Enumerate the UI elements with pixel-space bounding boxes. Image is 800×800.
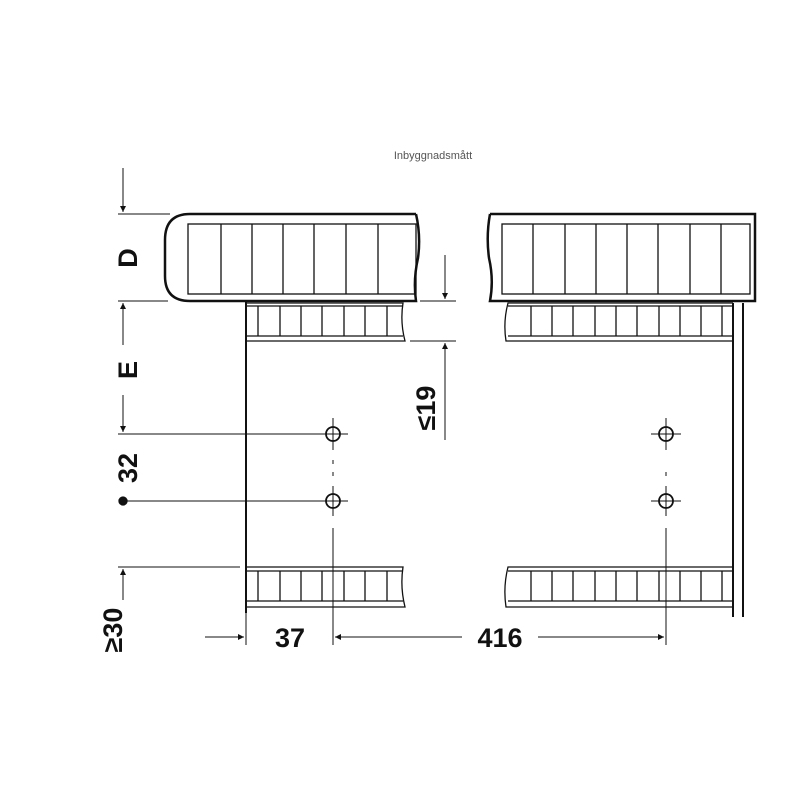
bottom-rail-left [247, 566, 406, 608]
dimension-max-gap: ≤19 [411, 386, 441, 431]
dimension-e: E [113, 361, 143, 379]
middle-rail-right [504, 302, 733, 342]
dimension-hole-distance: 416 [477, 623, 522, 653]
mounting-holes [318, 418, 681, 645]
dimension-min-bottom: ≥30 [98, 608, 128, 653]
datum-dot [118, 496, 128, 506]
bottom-rail-right [504, 566, 733, 608]
top-rail-left [163, 212, 421, 303]
side-panel-right [732, 303, 744, 617]
dimension-side-offset: 37 [275, 623, 305, 653]
drawing-title: Inbyggnadsmått [393, 150, 473, 162]
dimension-lines [118, 168, 664, 645]
top-rail-right [486, 212, 757, 303]
dimension-hole-spacing: 32 [113, 453, 143, 483]
dimension-d: D [113, 248, 143, 268]
middle-rail-left [247, 302, 406, 342]
